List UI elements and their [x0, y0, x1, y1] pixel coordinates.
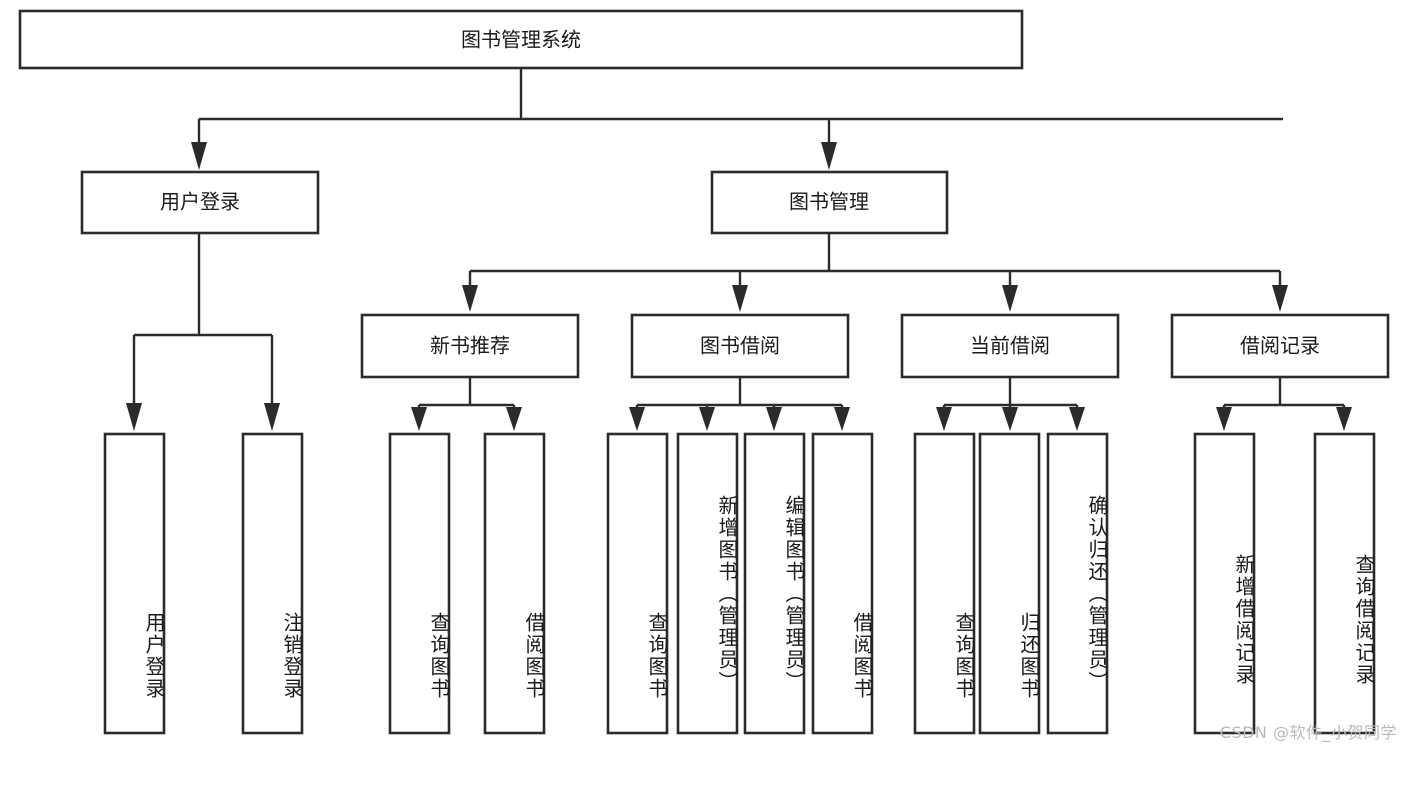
node-leaf-add-book[interactable]	[676, 432, 739, 735]
node-borrow-record[interactable]: 借阅记录	[1170, 313, 1390, 379]
node-book-manage[interactable]: 图书管理	[710, 170, 949, 235]
node-book-borrow[interactable]: 图书借阅	[630, 313, 850, 379]
node-leaf-borrow-book-2[interactable]	[811, 432, 874, 735]
node-leaf-query-record[interactable]	[1313, 432, 1376, 735]
node-current-borrow-label: 当前借阅	[970, 334, 1050, 358]
node-root[interactable]: 图书管理系统	[18, 9, 1024, 70]
watermark: CSDN @软件_小贺同学	[1219, 723, 1397, 742]
node-leaf-user-login[interactable]	[103, 432, 166, 735]
node-leaf-query-book-3[interactable]	[913, 432, 976, 735]
org-chart-diagram: 图书管理系统 用户登录 图书管理 新书推荐 图书借阅 当前借阅 借阅记录	[18, 9, 1397, 742]
node-leaf-query-book-2[interactable]	[606, 432, 669, 735]
node-leaf-confirm-return[interactable]	[1046, 432, 1109, 735]
node-leaf-borrow-book-1[interactable]	[483, 432, 546, 735]
connector-bookmanage-to-level3	[462, 232, 1288, 312]
node-book-borrow-label: 图书借阅	[700, 334, 780, 358]
diagram-canvas: 图书管理系统 用户登录 图书管理 新书推荐 图书借阅 当前借阅 借阅记录	[18, 9, 1390, 735]
node-current-borrow[interactable]: 当前借阅	[900, 313, 1120, 379]
connector-userlogin-to-leaves	[126, 233, 280, 431]
connector-newbook-to-leaves	[411, 378, 522, 431]
node-root-label: 图书管理系统	[461, 28, 581, 52]
node-user-login[interactable]: 用户登录	[80, 170, 320, 235]
node-leaf-edit-book[interactable]	[743, 432, 806, 735]
node-new-book-rec[interactable]: 新书推荐	[360, 313, 580, 379]
node-leaf-add-record[interactable]	[1193, 432, 1256, 735]
connector-bookborrow-to-leaves	[629, 378, 850, 431]
node-leaf-logout-login[interactable]	[241, 432, 304, 735]
connector-currentborrow-to-leaves	[936, 378, 1085, 431]
connector-root-to-level2	[191, 68, 1283, 170]
connector-borrowrecord-to-leaves	[1216, 378, 1352, 431]
node-new-book-rec-label: 新书推荐	[430, 334, 510, 358]
node-borrow-record-label: 借阅记录	[1240, 334, 1320, 358]
node-leaf-query-book-1[interactable]	[388, 432, 451, 735]
node-leaf-return-book[interactable]	[978, 432, 1041, 735]
node-user-login-label: 用户登录	[160, 190, 240, 214]
node-book-manage-label: 图书管理	[789, 190, 869, 214]
